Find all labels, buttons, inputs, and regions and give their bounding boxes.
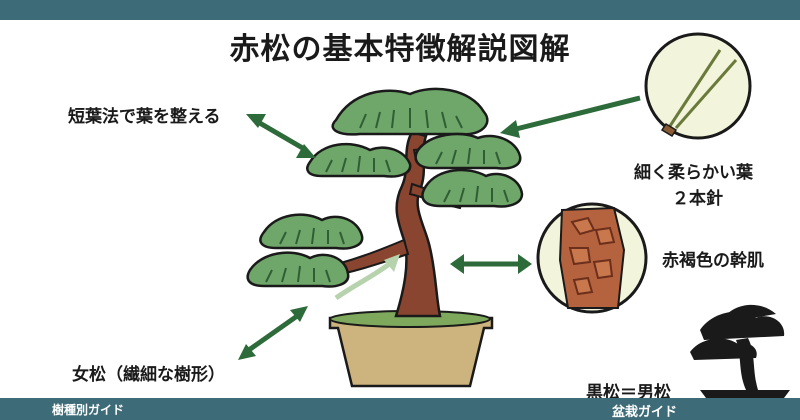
label-needles-line2: ２本針 bbox=[672, 189, 723, 209]
arrow-curve bbox=[334, 254, 400, 301]
foliage-texture bbox=[265, 108, 509, 283]
label-pruning: 短葉法で葉を整える bbox=[68, 107, 221, 127]
needles-inset bbox=[644, 32, 752, 140]
arrow-needles bbox=[500, 95, 641, 138]
arrow-female bbox=[238, 306, 308, 360]
arrow-pruning bbox=[246, 114, 316, 158]
top-bar bbox=[0, 0, 800, 20]
label-female-pine: 女松（繊細な樹形） bbox=[72, 365, 225, 385]
bark-inset bbox=[536, 202, 648, 314]
bottom-bar: 樹種別ガイド 盆栽ガイド bbox=[0, 398, 800, 420]
footer-right-text: 盆栽ガイド bbox=[612, 405, 678, 420]
black-pine-silhouette bbox=[690, 304, 790, 398]
arrow-bark bbox=[450, 254, 532, 274]
bonsai-illustration bbox=[238, 32, 790, 398]
footer-left-text: 樹種別ガイド bbox=[52, 403, 125, 417]
label-needles-line1: 細く柔らかい葉 bbox=[634, 163, 753, 183]
bonsai-pot bbox=[328, 310, 494, 388]
arrows bbox=[238, 95, 641, 360]
page-title: 赤松の基本特徴解説図解 bbox=[229, 32, 571, 67]
label-bark: 赤褐色の幹肌 bbox=[662, 251, 764, 271]
